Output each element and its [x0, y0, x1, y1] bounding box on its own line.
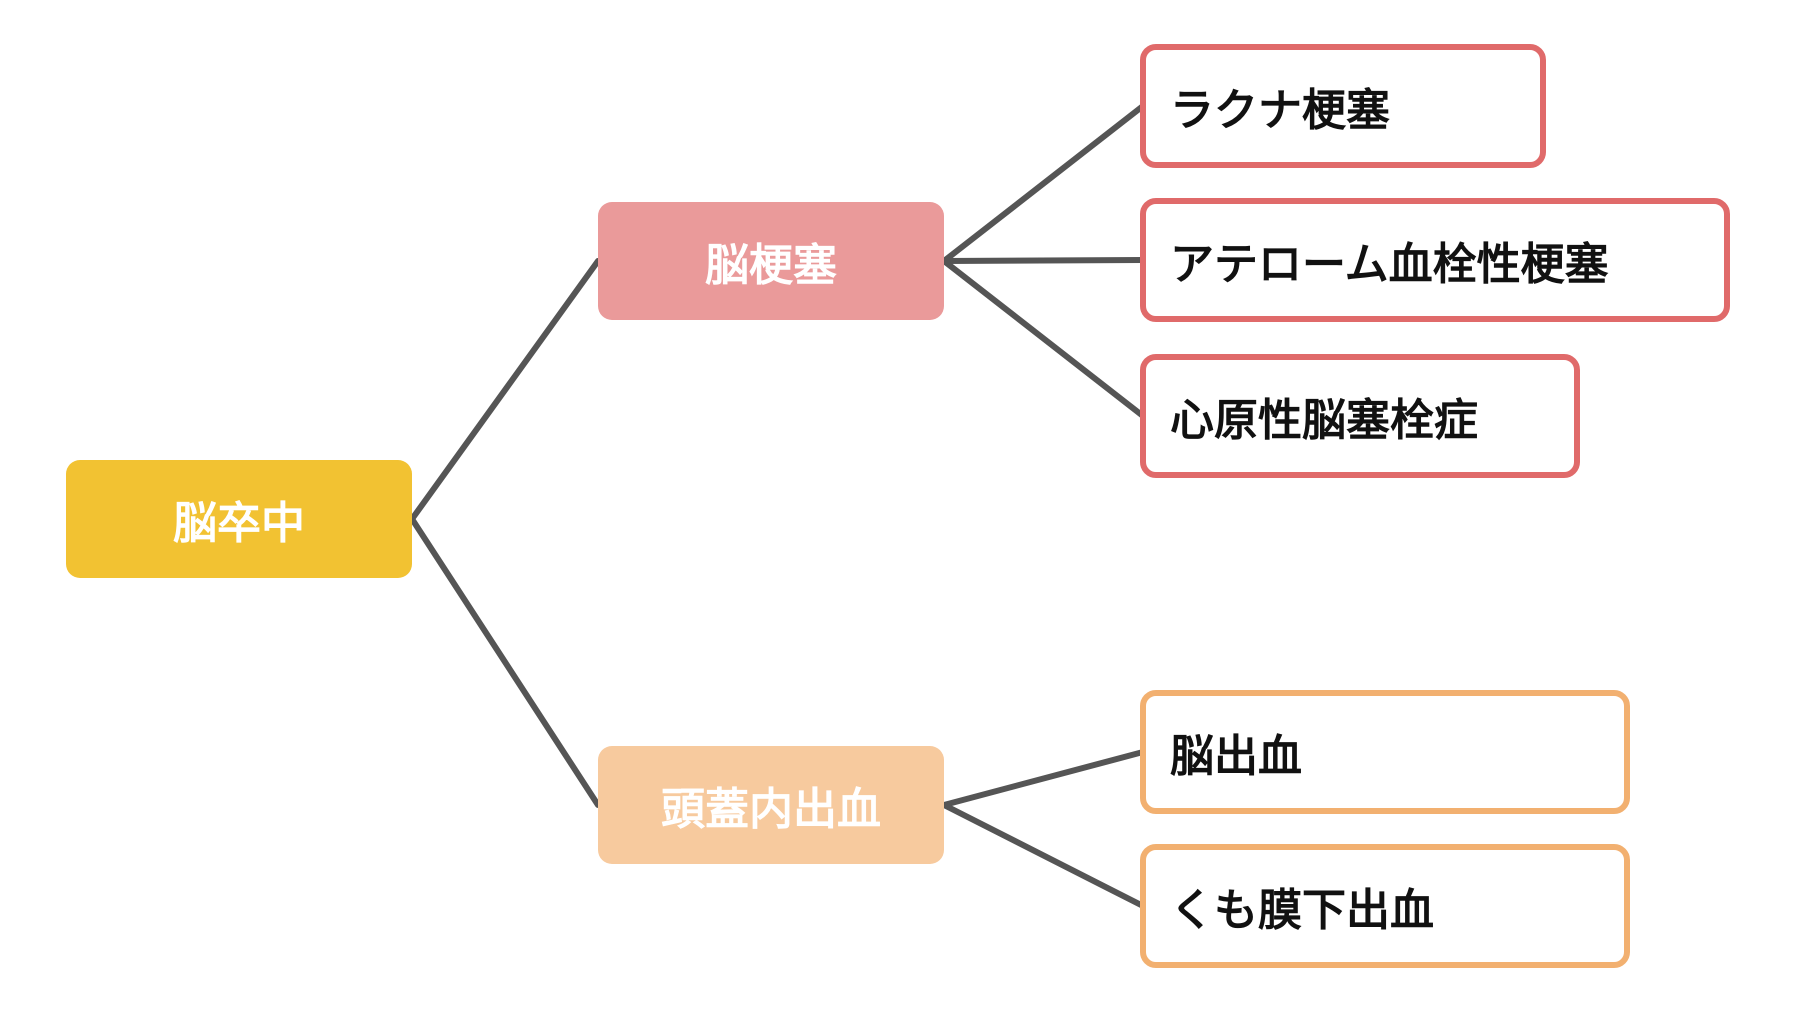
- node-cerebral-infarction: 脳梗塞: [598, 202, 944, 320]
- node-atherothrombotic-infarction: アテローム血栓性梗塞: [1140, 198, 1730, 322]
- connector-infarct-cardioembolic: [941, 258, 1146, 419]
- node-subarachnoid-hemorrhage: くも膜下出血: [1140, 844, 1630, 968]
- node-lacunar-infarction: ラクナ梗塞: [1140, 44, 1546, 168]
- node-intracerebral-hemorrhage: 脳出血: [1140, 690, 1630, 814]
- node-cardioembolic-stroke: 心原性脳塞栓症: [1140, 354, 1580, 478]
- node-intracranial-hemorrhage: 頭蓋内出血: [598, 746, 944, 864]
- connector-hemorrhage-sah: [941, 802, 1146, 909]
- connector-infarct-lacunar: [941, 103, 1146, 264]
- connector-infarct-atherothrombotic: [941, 257, 1146, 264]
- connector-root-infarct: [409, 258, 601, 522]
- connector-hemorrhage-ich: [941, 749, 1146, 808]
- connector-root-hemorrhage: [409, 516, 601, 808]
- node-stroke: 脳卒中: [66, 460, 412, 578]
